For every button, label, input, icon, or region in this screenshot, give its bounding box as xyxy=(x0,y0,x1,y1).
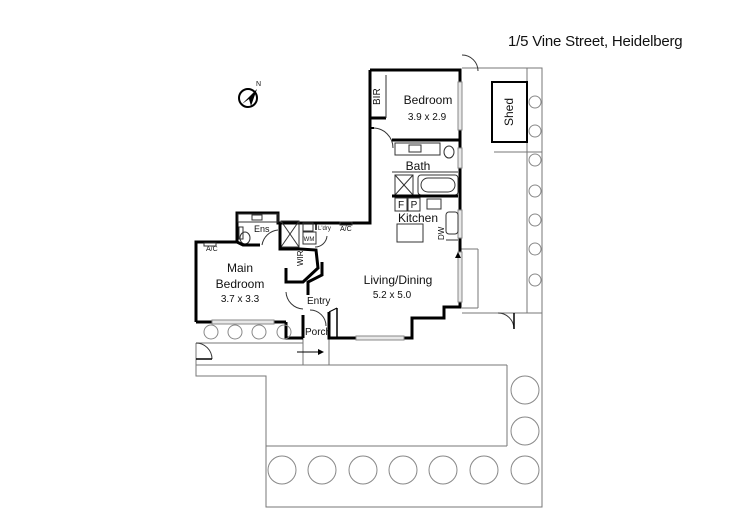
svg-text:Bedroom: Bedroom xyxy=(216,277,265,291)
north-compass-icon: N xyxy=(238,81,261,108)
entry-arrow-icon xyxy=(297,349,324,355)
tree-icons xyxy=(203,95,542,485)
svg-text:Main: Main xyxy=(227,261,253,275)
svg-text:5.2 x 5.0: 5.2 x 5.0 xyxy=(373,290,412,301)
svg-text:A/C: A/C xyxy=(340,226,352,233)
property-address-title: 1/5 Vine Street, Heidelberg xyxy=(508,33,683,50)
svg-text:DW: DW xyxy=(437,226,446,240)
svg-text:Living/Dining: Living/Dining xyxy=(364,273,433,287)
svg-text:3.9 x 2.9: 3.9 x 2.9 xyxy=(408,112,447,123)
svg-text:A/C: A/C xyxy=(206,246,218,253)
svg-text:Entry: Entry xyxy=(307,296,330,307)
svg-text:P: P xyxy=(411,200,418,211)
svg-text:Bedroom: Bedroom xyxy=(404,93,453,107)
svg-text:Ens: Ens xyxy=(254,224,270,234)
svg-text:L'dry: L'dry xyxy=(318,226,331,232)
svg-text:3.7 x 3.3: 3.7 x 3.3 xyxy=(221,294,260,305)
svg-text:WIR: WIR xyxy=(296,250,305,266)
svg-text:Shed: Shed xyxy=(502,98,516,126)
gate-door xyxy=(195,54,515,360)
svg-text:F: F xyxy=(398,200,404,211)
svg-text:Porch: Porch xyxy=(305,327,331,338)
svg-text:Bath: Bath xyxy=(406,159,431,173)
svg-text:N: N xyxy=(256,81,261,88)
svg-text:BIR: BIR xyxy=(372,88,383,105)
shed xyxy=(491,81,528,143)
svg-text:WM: WM xyxy=(304,237,315,243)
svg-text:Kitchen: Kitchen xyxy=(398,211,438,225)
